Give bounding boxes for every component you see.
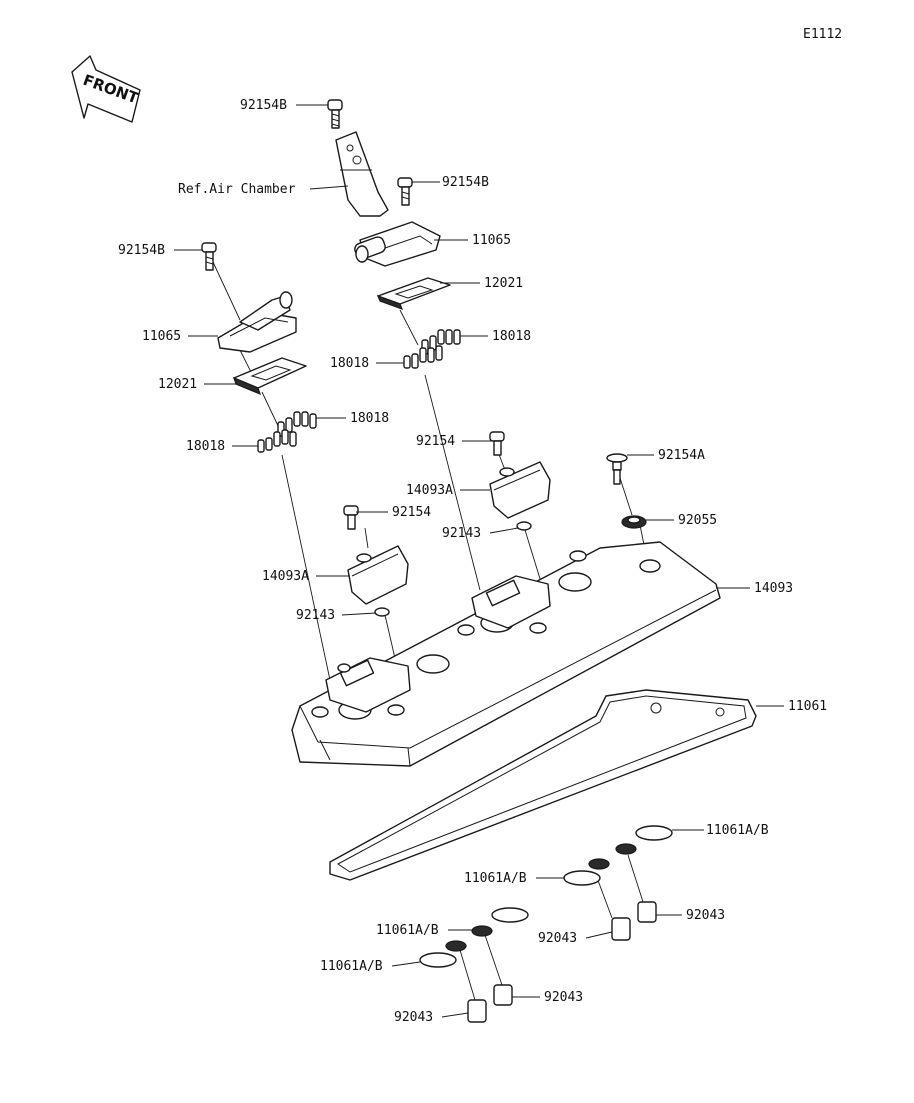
bolt-92154-left[interactable] [343,505,359,530]
label-oring-left-a: 11061A/B [376,923,439,938]
washer-92143-left[interactable] [374,607,390,617]
cylinder-head-cover[interactable] [291,541,721,767]
label-clip-right-a: 18018 [492,329,531,344]
label-bolt-right-upper: 92154B [442,175,489,190]
clips-left-lower[interactable] [257,429,297,453]
air-chamber-bracket [335,131,389,217]
label-bolt-left-upper: 92154B [118,243,165,258]
label-reed-valve-left: 11065 [142,329,181,344]
bolt-92154b-right[interactable] [397,177,413,206]
oring-left-b[interactable] [419,940,467,968]
dowel-left-b[interactable] [467,999,487,1023]
label-dowel-left-a: 92043 [544,990,583,1005]
cover-left-14093a[interactable] [347,545,409,605]
clips-right-lower[interactable] [403,345,443,369]
label-cover-left: 14093A [262,569,309,584]
bolt-92154-center[interactable] [489,431,505,456]
seal-washer-92055[interactable] [621,515,647,529]
label-bolt-center: 92154 [416,434,455,449]
plate-right[interactable] [376,277,451,311]
dowel-right-a[interactable] [637,901,657,923]
label-seal-washer: 92055 [678,513,717,528]
head-cover-gasket[interactable] [329,689,757,881]
bolt-92154b-left[interactable] [201,242,217,271]
label-ref-air-chamber: Ref.Air Chamber [178,182,296,197]
label-clip-left-b: 18018 [186,439,225,454]
label-clip-left-a: 18018 [350,411,389,426]
callout-lines [174,104,784,1018]
label-washer-left: 92143 [296,608,335,623]
label-cover-right: 14093A [406,483,453,498]
washer-92143-center[interactable] [516,521,532,531]
oring-right-a[interactable] [615,825,673,855]
label-plate-right: 12021 [484,276,523,291]
plate-left[interactable] [233,357,307,396]
label-bolt-left-lower: 92154 [392,505,431,520]
reed-valve-right[interactable] [353,221,441,267]
front-arrow-icon: FRONT [71,55,141,123]
bolt-92154b-top[interactable] [327,99,343,129]
label-oring-left-b: 11061A/B [320,959,383,974]
label-gasket: 11061 [788,699,827,714]
dowel-left-a[interactable] [493,984,513,1006]
reed-valve-left[interactable] [217,291,297,353]
label-dowel-right-b: 92043 [538,931,577,946]
label-oring-right-b: 11061A/B [464,871,527,886]
dowel-right-b[interactable] [611,917,631,941]
label-dowel-right-a: 92043 [686,908,725,923]
oring-right-b[interactable] [563,858,610,886]
label-bolt-cap: 92154A [658,448,705,463]
label-dowel-left-b: 92043 [394,1010,433,1025]
cover-right-14093a[interactable] [489,461,551,519]
label-oring-right-a: 11061A/B [706,823,769,838]
label-clip-right-b: 18018 [330,356,369,371]
label-bolt-top: 92154B [240,98,287,113]
label-plate-left: 12021 [158,377,197,392]
diagram-code: E1112 [803,27,842,42]
label-washer-center: 92143 [442,526,481,541]
bolt-92154a[interactable] [606,453,628,485]
label-head-cover: 14093 [754,581,793,596]
label-reed-valve-right: 11065 [472,233,511,248]
oring-left-a[interactable] [471,907,529,937]
